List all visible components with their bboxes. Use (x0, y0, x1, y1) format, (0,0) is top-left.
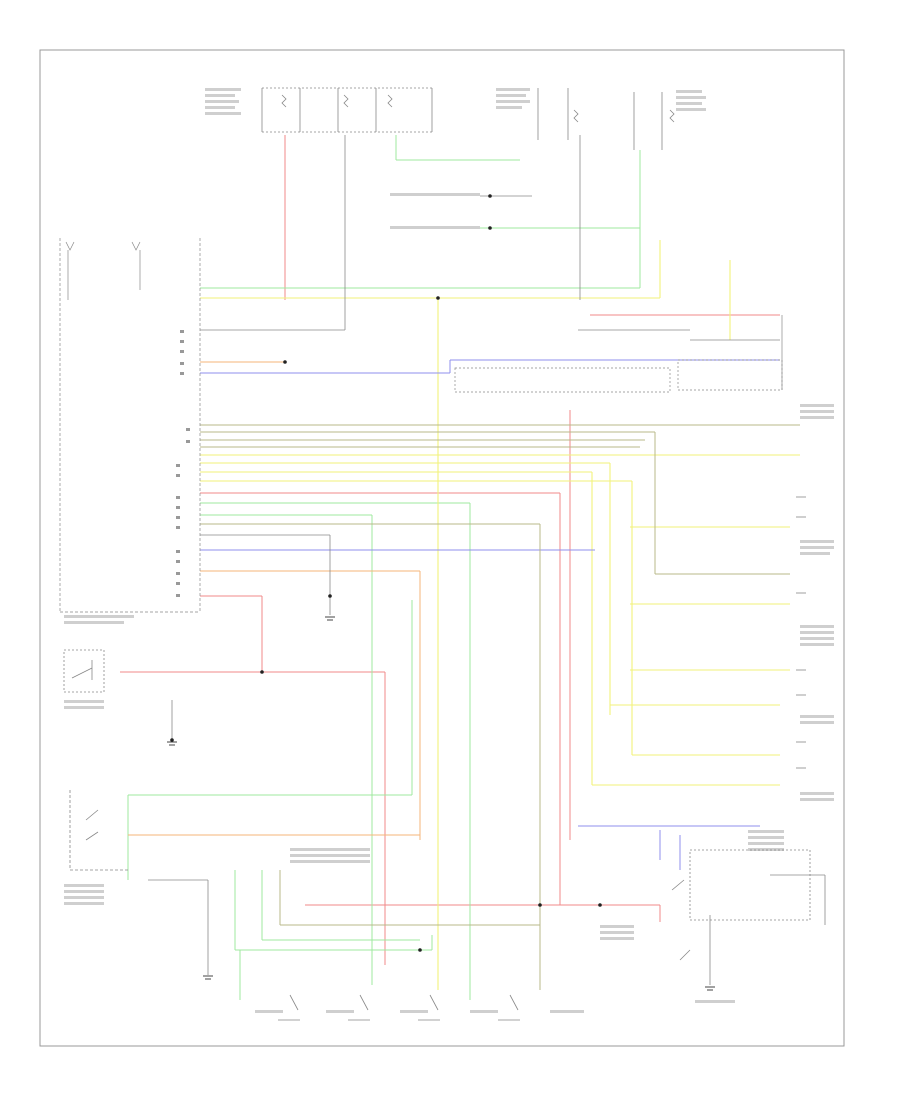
black-wires (148, 135, 826, 985)
ground-symbols (167, 616, 715, 991)
left-switches (63, 649, 128, 871)
diagram-frame (39, 49, 845, 1047)
control-unit-box (59, 238, 201, 613)
bottom-switches (278, 849, 811, 1021)
green-wires (127, 135, 641, 1000)
control-unit-pins (176, 330, 190, 597)
center-switch-box (454, 315, 783, 393)
right-connectors (796, 496, 806, 769)
orange-wires (128, 361, 421, 840)
blue-wires (200, 359, 780, 870)
olive-wires (200, 424, 800, 990)
splice-points (170, 194, 602, 952)
label-blocks (64, 88, 834, 1013)
yellow-wires (200, 240, 800, 990)
top-fuse-group (261, 87, 675, 150)
